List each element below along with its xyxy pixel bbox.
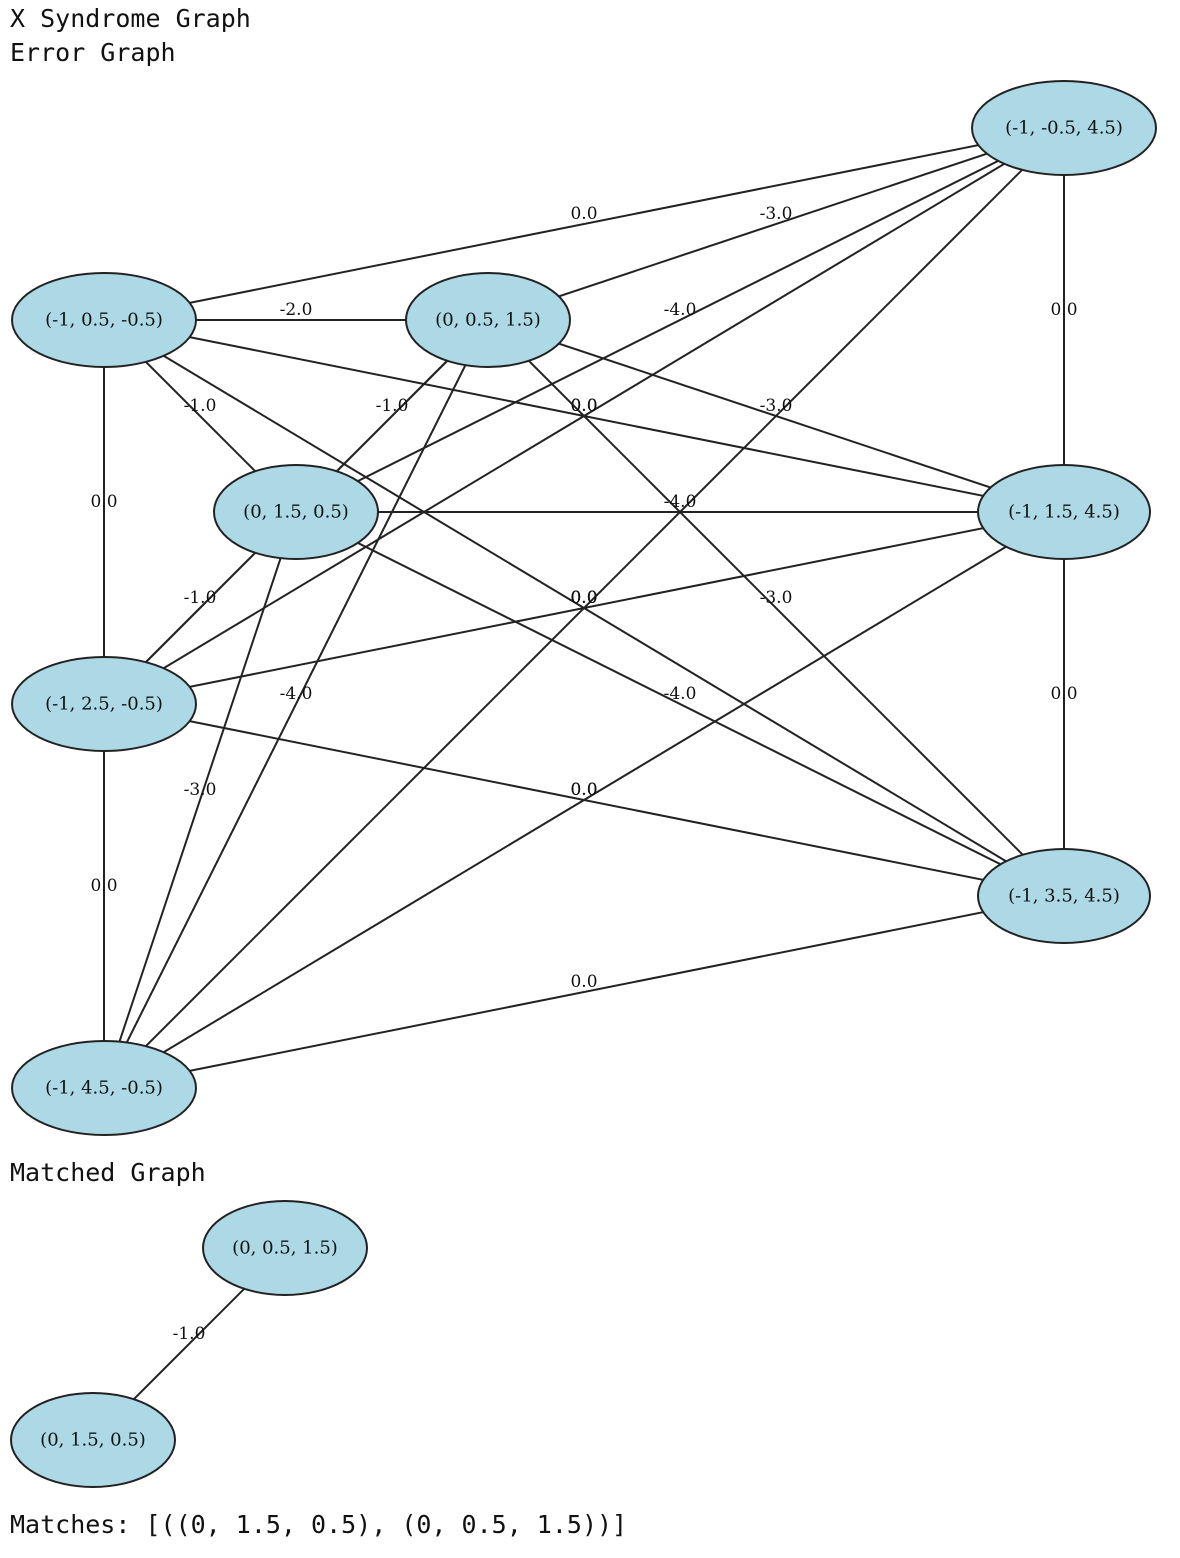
edge-weight-label: -1.0 (184, 396, 217, 416)
edge-labels: 0.0 -3.0 -4.0 0.0 0.0 0.0 -2.0 -1.0 0.0 0.0 0.0 -1.… (90, 204, 1077, 992)
edge-weight-label: -4.0 (664, 492, 697, 512)
matched-graph: -1.0 (0, 0.5, 1.5) (0, 1.5, 0.5) (10, 1200, 368, 1488)
graph-node: (-1, 1.5, 4.5) (977, 464, 1151, 560)
edge-A-B (103, 127, 1065, 321)
edge-labels: -1.0 (173, 1324, 206, 1344)
edge-weight-label: 0.0 (570, 780, 597, 800)
edges (103, 127, 1065, 1089)
node-label: (-1, 2.5, -0.5) (45, 694, 163, 715)
edge-weight-label: -3.0 (760, 396, 793, 416)
edge-D-G (295, 511, 1065, 897)
edge-E-F (103, 511, 1065, 705)
edge-C-H (103, 319, 489, 1089)
node-ellipse (405, 272, 571, 368)
node-label: (-1, 3.5, 4.5) (1008, 886, 1120, 907)
error-graph-label: Error Graph (10, 38, 176, 67)
node-label: (0, 1.5, 0.5) (40, 1430, 146, 1451)
node-ellipse (11, 1040, 197, 1136)
matched-graph-label: Matched Graph (10, 1158, 206, 1187)
graph-node: (0, 0.5, 1.5) (405, 272, 571, 368)
node-ellipse (11, 272, 197, 368)
node-label: (0, 0.5, 1.5) (435, 310, 541, 331)
edge-G-H (103, 895, 1065, 1089)
graph-node: (-1, -0.5, 4.5) (971, 80, 1157, 176)
edge-weight-label: -2.0 (280, 300, 313, 320)
matches-output: Matches: [((0, 1.5, 0.5), (0, 0.5, 1.5))… (10, 1510, 628, 1539)
edge-weight-label: 0.0 (570, 588, 597, 608)
edge-weight-label: -3.0 (184, 780, 217, 800)
node-ellipse (11, 656, 197, 752)
edge-weight-label: 0.0 (570, 396, 597, 416)
edge-weight-label: -4.0 (664, 300, 697, 320)
nodes: (-1, -0.5, 4.5) (-1, 0.5, -0.5) (0, 0.5, 1… (11, 80, 1157, 1136)
node-ellipse (977, 464, 1151, 560)
node-label: (-1, 0.5, -0.5) (45, 310, 163, 331)
edge-D-H (103, 511, 297, 1089)
edge-weight-label: 0.0 (1050, 300, 1077, 320)
edge-weight-label: 0.0 (570, 588, 597, 608)
edge-C-G (487, 319, 1065, 897)
edge-weight-label: -1.0 (376, 396, 409, 416)
graph-node: (0, 0.5, 1.5) (202, 1200, 368, 1296)
graph-node: (0, 1.5, 0.5) (10, 1392, 176, 1488)
node-label: (-1, 4.5, -0.5) (45, 1078, 163, 1099)
edge-weight-label: -3.0 (760, 204, 793, 224)
edge-weight-label: 0.0 (90, 876, 117, 896)
graph-node: (-1, 3.5, 4.5) (977, 848, 1151, 944)
edge-weight-label: -1.0 (184, 588, 217, 608)
node-ellipse (10, 1392, 176, 1488)
edge-C-E (487, 319, 1065, 513)
node-ellipse (977, 848, 1151, 944)
edge-weight-label: 0.0 (570, 780, 597, 800)
node-ellipse (202, 1200, 368, 1296)
graph-node: (0, 1.5, 0.5) (213, 464, 379, 560)
edge-weight-label: 0.0 (570, 588, 597, 608)
node-label: (-1, 1.5, 4.5) (1008, 502, 1120, 523)
page-title: X Syndrome Graph (10, 4, 251, 33)
edge-weight-label: -1.0 (173, 1324, 206, 1344)
node-ellipse (971, 80, 1157, 176)
graph-node: (-1, 0.5, -0.5) (11, 272, 197, 368)
edge-weight-label: 0.0 (1050, 684, 1077, 704)
node-ellipse (213, 464, 379, 560)
error-graph: 0.0 -3.0 -4.0 0.0 0.0 0.0 -2.0 -1.0 0.0 0.0 0.0 -1.… (11, 80, 1157, 1136)
edge-weight-label: 0.0 (90, 492, 117, 512)
node-label: (0, 1.5, 0.5) (243, 502, 349, 523)
graph-node: (-1, 4.5, -0.5) (11, 1040, 197, 1136)
node-label: (0, 0.5, 1.5) (232, 1238, 338, 1259)
graph-node: (-1, 2.5, -0.5) (11, 656, 197, 752)
edge-weight-label: -3.0 (760, 588, 793, 608)
edge-weight-label: -4.0 (280, 684, 313, 704)
edge-weight-label: 0.0 (570, 204, 597, 224)
edge-weight-label: -4.0 (664, 684, 697, 704)
edge-weight-label: 0.0 (570, 396, 597, 416)
nodes: (0, 0.5, 1.5) (0, 1.5, 0.5) (10, 1200, 368, 1488)
edge-weight-label: 0.0 (570, 972, 597, 992)
edge-F-G (103, 703, 1065, 897)
node-label: (-1, -0.5, 4.5) (1005, 118, 1123, 139)
edge-A-C (487, 127, 1065, 321)
